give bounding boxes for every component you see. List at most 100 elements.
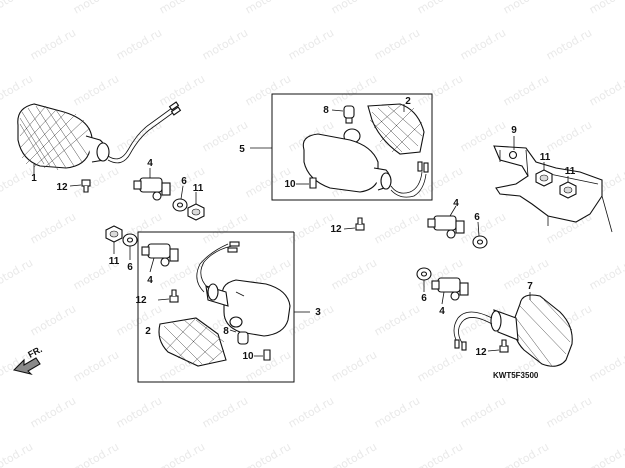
- watermark-text: motod.ru: [114, 302, 164, 338]
- watermark-text: motod.ru: [157, 0, 207, 17]
- callout-6: 6: [127, 262, 133, 273]
- callout-5: 5: [239, 144, 245, 155]
- watermark-text: motod.ru: [372, 210, 422, 246]
- watermark-text: motod.ru: [458, 26, 508, 62]
- callout-9: 9: [511, 125, 517, 136]
- watermark-text: motod.ru: [243, 440, 293, 468]
- watermark-text: motod.ru: [114, 210, 164, 246]
- watermark-text: motod.ru: [329, 440, 379, 468]
- watermark-text: motod.ru: [458, 394, 508, 430]
- watermark-text: motod.ru: [114, 26, 164, 62]
- watermark-text: motod.ru: [286, 26, 336, 62]
- watermark-text: motod.ru: [200, 210, 250, 246]
- watermark-text: motod.ru: [587, 440, 625, 468]
- watermark-text: motod.ru: [28, 210, 78, 246]
- nut-11-b: [535, 162, 553, 187]
- watermark-text: motod.ru: [71, 440, 121, 468]
- watermark-text: motod.ru: [0, 440, 35, 468]
- watermark-text: motod.ru: [372, 302, 422, 338]
- watermark-text: motod.ru: [71, 164, 121, 200]
- watermark-text: motod.ru: [0, 164, 35, 200]
- watermark-text: motod.ru: [0, 256, 35, 292]
- callout-12: 12: [56, 182, 68, 193]
- callout-4: 4: [439, 306, 445, 317]
- socket-4-b: [427, 205, 465, 239]
- watermark-text: motod.ru: [587, 0, 625, 17]
- watermark-text: motod.ru: [114, 118, 164, 154]
- watermark-text: motod.ru: [243, 0, 293, 17]
- frame-3: [137, 231, 310, 383]
- callout-10: 10: [242, 351, 254, 362]
- washer-6-a: [172, 185, 188, 212]
- watermark-text: motod.ru: [28, 394, 78, 430]
- screw-12-d: [487, 339, 509, 353]
- watermark-text: motod.ru: [28, 26, 78, 62]
- watermark-text: motod.ru: [329, 256, 379, 292]
- callout-7: 7: [527, 281, 533, 292]
- watermark-text: motod.ru: [200, 26, 250, 62]
- turn-signal-1: [17, 101, 182, 174]
- front-direction-label: FR.: [26, 344, 43, 360]
- callout-11: 11: [109, 256, 120, 267]
- socket-4-a: [133, 168, 171, 201]
- nut-11-d: [105, 225, 123, 254]
- nut-11-c: [559, 176, 577, 199]
- callout-6: 6: [421, 293, 427, 304]
- watermark-text: motod.ru: [329, 72, 379, 108]
- watermark-text: motod.ru: [544, 26, 594, 62]
- watermark-text: motod.ru: [372, 26, 422, 62]
- callout-8: 8: [223, 326, 229, 337]
- washer-6-b: [472, 221, 488, 249]
- callout-12: 12: [135, 295, 147, 306]
- watermark-text: motod.ru: [0, 72, 35, 108]
- callout-3: 3: [315, 307, 321, 318]
- watermark-text: motod.ru: [501, 0, 551, 17]
- callout-6: 6: [181, 176, 187, 187]
- callout-10: 10: [284, 179, 296, 190]
- callout-12: 12: [475, 347, 487, 358]
- frame-5: [250, 93, 433, 201]
- callout-2: 2: [145, 326, 151, 337]
- washer-6-c: [122, 233, 138, 260]
- watermark-text: motod.ru: [200, 394, 250, 430]
- screw-12-b: [343, 217, 365, 231]
- callout-2: 2: [405, 96, 411, 107]
- watermark-text: motod.ru: [587, 72, 625, 108]
- watermark-text: motod.ru: [501, 72, 551, 108]
- callout-1: 1: [31, 173, 37, 184]
- callout-4: 4: [147, 275, 153, 286]
- watermark-text: motod.ru: [71, 72, 121, 108]
- watermark-text: motod.ru: [415, 348, 465, 384]
- watermark-text: motod.ru: [114, 394, 164, 430]
- washer-6-d: [416, 267, 432, 292]
- watermark-text: motod.ru: [415, 440, 465, 468]
- front-direction-arrow: [12, 357, 41, 375]
- watermark-text: motod.ru: [544, 394, 594, 430]
- watermark-text: motod.ru: [28, 302, 78, 338]
- callout-6: 6: [474, 212, 480, 223]
- watermark-text: motod.ru: [372, 394, 422, 430]
- watermark-text: motod.ru: [71, 0, 121, 17]
- callout-11: 11: [565, 166, 576, 177]
- watermark-text: motod.ru: [415, 72, 465, 108]
- watermark-text: motod.ru: [0, 0, 35, 17]
- watermark-text: motod.ru: [286, 394, 336, 430]
- watermark-text: motod.ru: [544, 118, 594, 154]
- watermark-text: motod.ru: [587, 256, 625, 292]
- nut-11-a: [187, 192, 205, 221]
- diagram-code: KWT5F3500: [493, 371, 539, 380]
- watermark-text: motod.ru: [501, 256, 551, 292]
- watermark-text: motod.ru: [157, 72, 207, 108]
- watermark-text: motod.ru: [329, 348, 379, 384]
- watermark-text: motod.ru: [329, 0, 379, 17]
- watermark-text: motod.ru: [243, 72, 293, 108]
- callout-8: 8: [323, 105, 329, 116]
- callout-11: 11: [193, 183, 204, 194]
- watermark-text: motod.ru: [587, 348, 625, 384]
- watermark-text: motod.ru: [501, 440, 551, 468]
- socket-4-c: [141, 243, 179, 273]
- screw-12-a: [69, 179, 91, 193]
